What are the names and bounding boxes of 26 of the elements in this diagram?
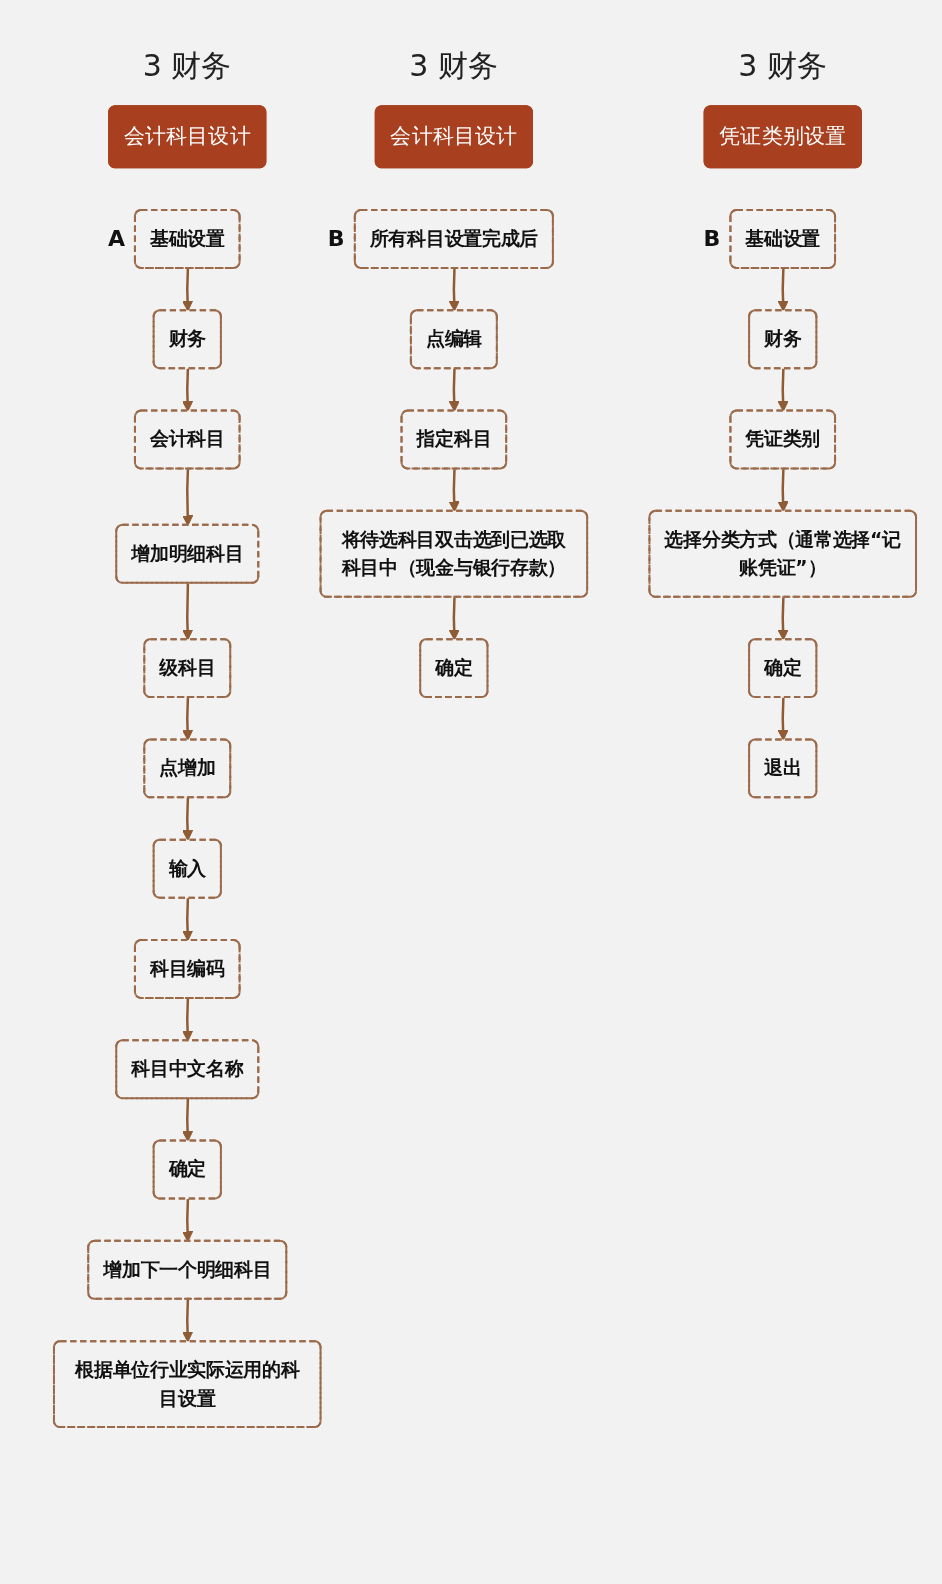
arrow — [777, 597, 789, 641]
arrow — [182, 1098, 194, 1142]
slide-title: 3 财务 — [738, 47, 827, 84]
arrow — [777, 268, 789, 312]
section-letter: A — [107, 225, 125, 253]
arrow — [777, 368, 789, 412]
arrow — [182, 1199, 194, 1242]
arrow — [777, 469, 789, 512]
slide-title: 3 财务 — [409, 47, 498, 84]
arrow — [182, 697, 194, 741]
arrow — [182, 469, 194, 526]
slide-title: 3 财务 — [142, 47, 232, 84]
arrow — [448, 469, 460, 512]
arrow — [182, 268, 194, 312]
arrow — [182, 583, 194, 641]
arrow — [182, 797, 194, 841]
arrow — [182, 998, 194, 1042]
arrow — [182, 368, 194, 412]
arrow — [182, 898, 194, 942]
arrow — [182, 1299, 194, 1343]
arrow — [448, 368, 460, 412]
arrow — [777, 697, 789, 741]
arrow — [448, 268, 460, 312]
arrow — [448, 597, 460, 641]
section-letter: B — [327, 225, 345, 253]
section-letter: B — [703, 225, 721, 253]
